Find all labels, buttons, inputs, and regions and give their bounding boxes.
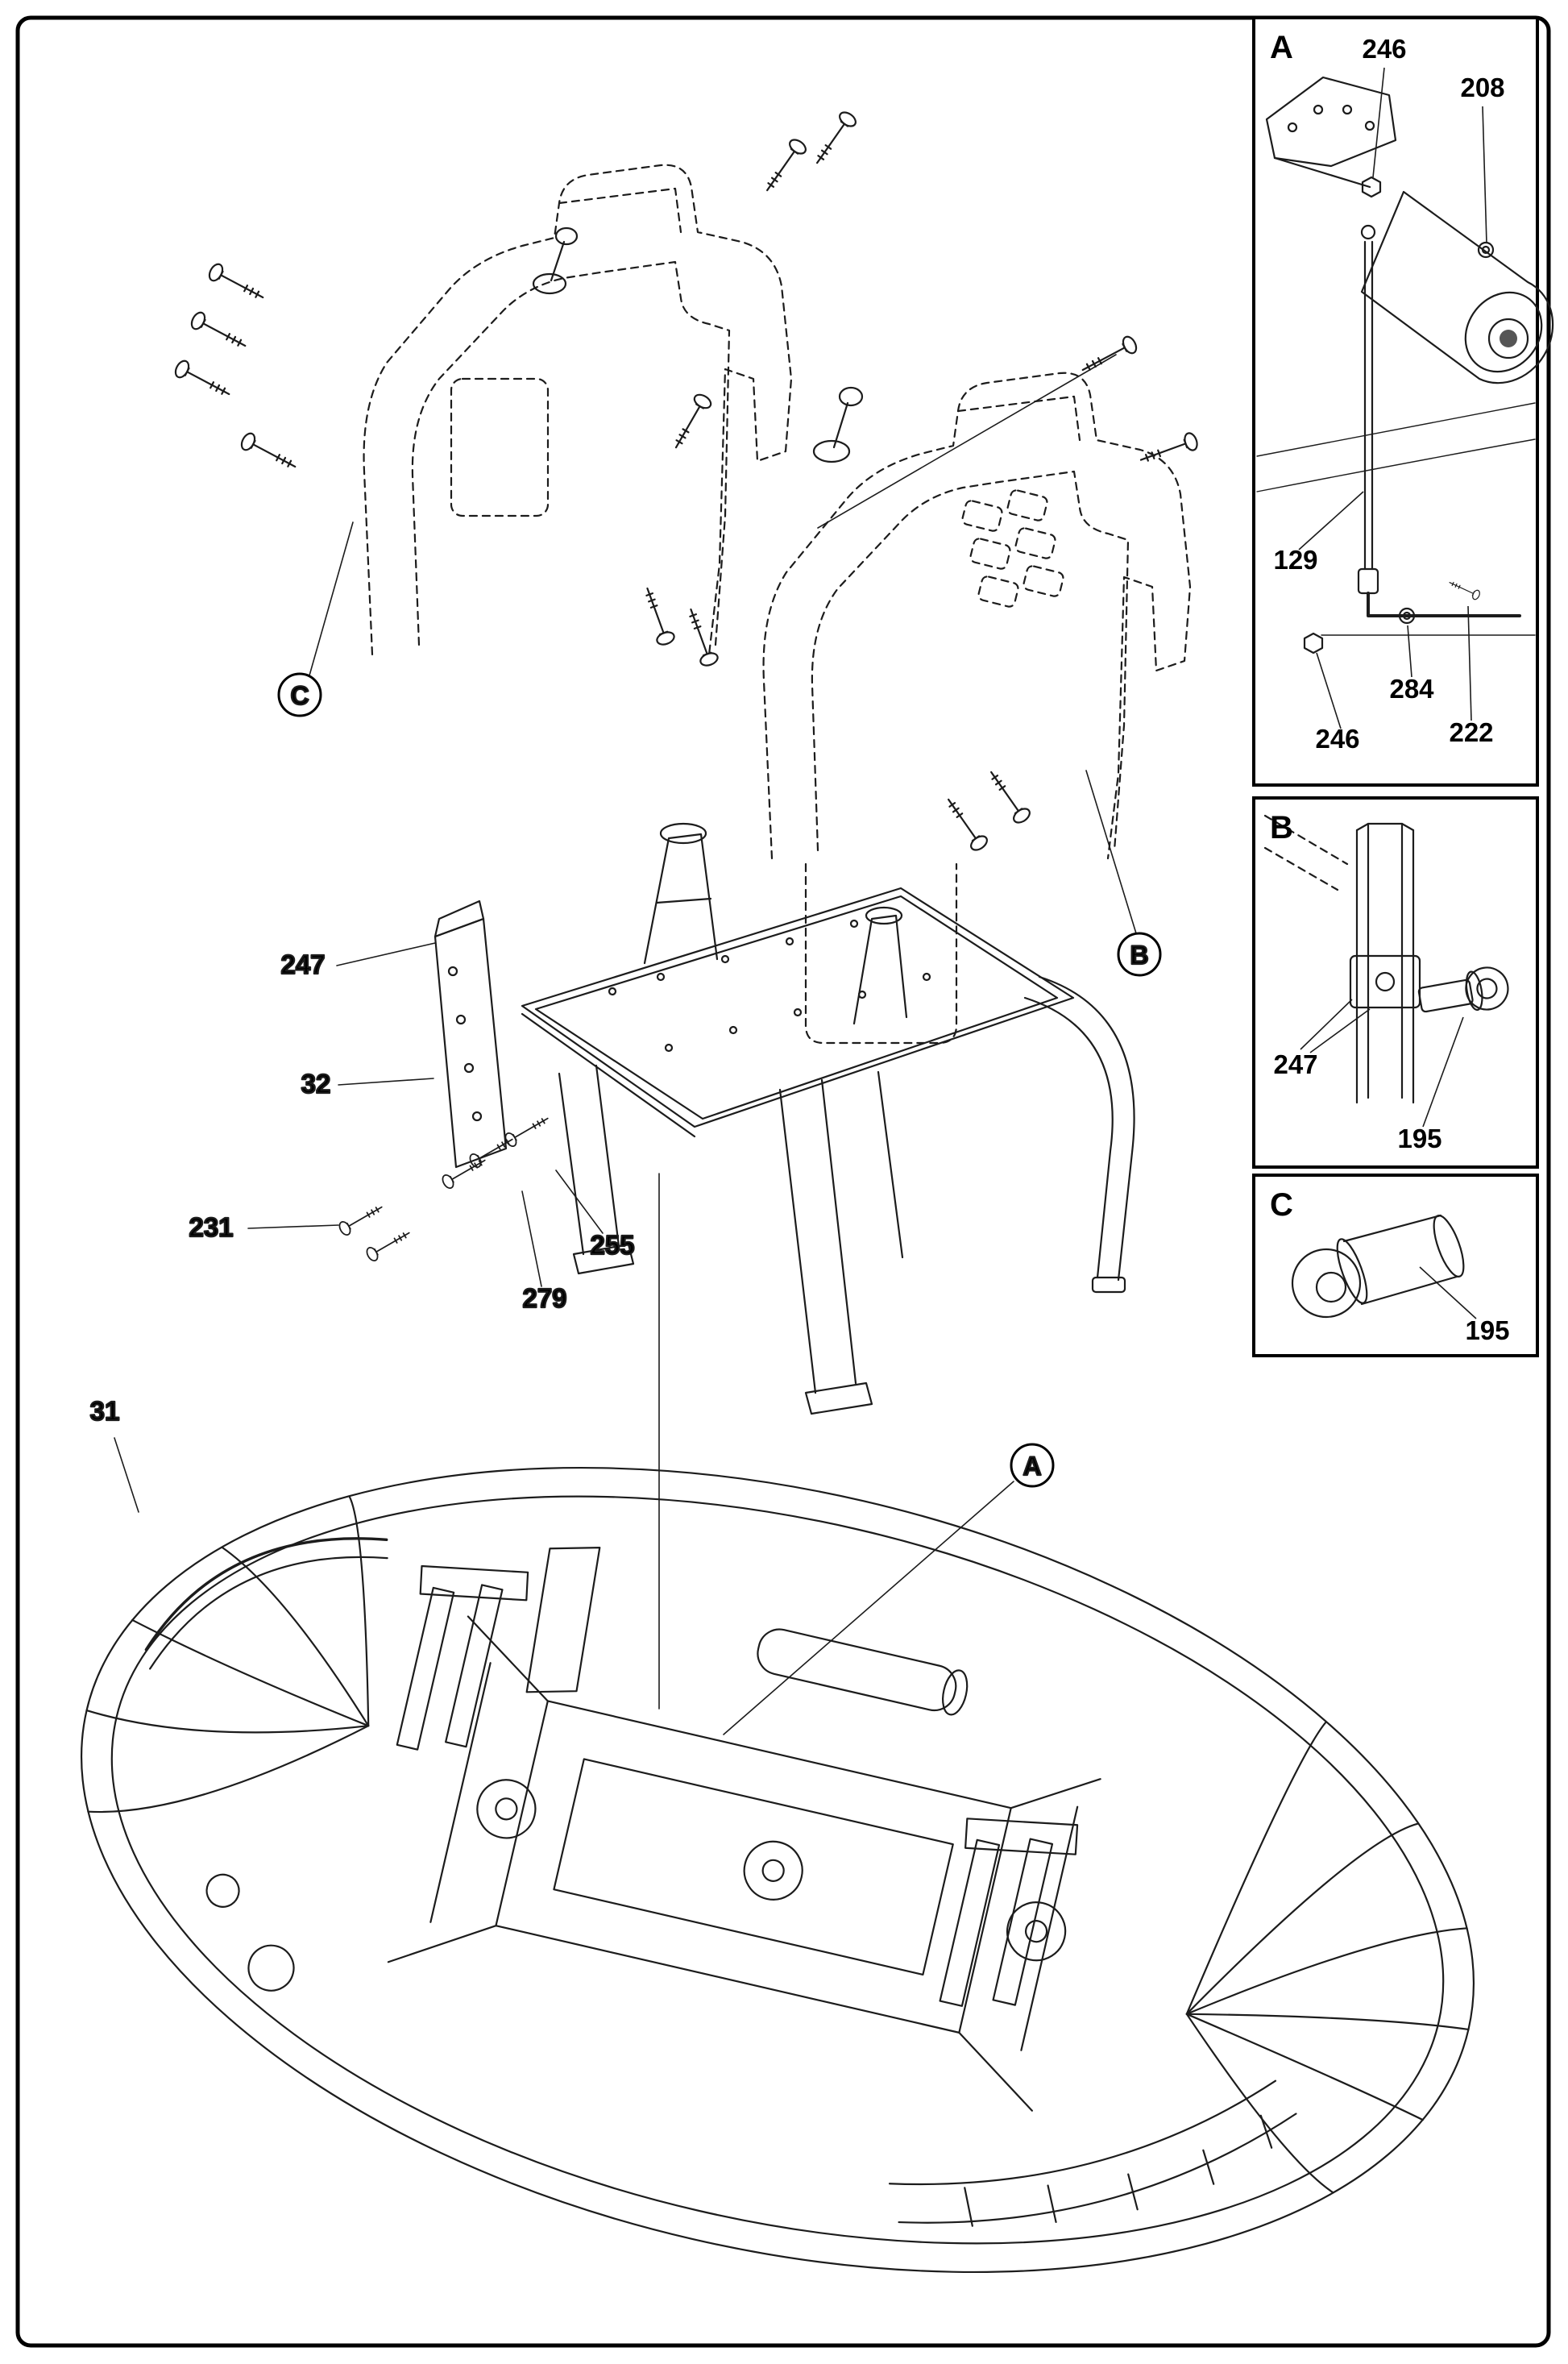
screw: [205, 260, 268, 306]
inset-a-label-129: 129: [1273, 545, 1317, 575]
inset-b: B 247 195: [1252, 796, 1539, 1169]
inset-c-label-195: 195: [1465, 1315, 1509, 1345]
screw: [172, 357, 234, 403]
callout-b-circle: [1117, 932, 1162, 977]
inset-b-border: [1252, 796, 1539, 1169]
part-label-247: 247: [280, 949, 325, 979]
inset-a-label-208: 208: [1460, 73, 1504, 102]
inset-a-label-284: 284: [1389, 674, 1434, 704]
part-label-32: 32: [301, 1069, 331, 1099]
screw: [681, 605, 720, 669]
part-label-255: 255: [590, 1230, 634, 1260]
inset-b-label-195: 195: [1397, 1124, 1441, 1153]
console-left-joystick: [532, 226, 579, 295]
inset-b-leaders: [1300, 999, 1464, 1128]
leader-lines: [114, 354, 1137, 1735]
page-border: [15, 15, 1551, 2348]
bolt: [336, 1200, 387, 1238]
main-diagram: 247 32 231 255 279 31 C B A: [80, 108, 1475, 2274]
mower-deck: [80, 1466, 1475, 2274]
inset-c-border: [1252, 1174, 1539, 1357]
inset-c-drawing: [1291, 1214, 1465, 1319]
console-right: [762, 372, 1192, 1045]
screw: [188, 309, 251, 355]
screw: [983, 766, 1034, 827]
inset-a: A 246 208 129 284 246 222: [1252, 16, 1554, 787]
inset-b-label-247: 247: [1273, 1049, 1317, 1079]
callout-b-letter: B: [1130, 941, 1148, 970]
screw: [1137, 430, 1201, 470]
bolt: [502, 1111, 553, 1149]
callout-c-circle: [277, 672, 322, 717]
bolt: [363, 1226, 414, 1264]
part-label-279: 279: [522, 1283, 566, 1313]
callout-c-letter: C: [290, 681, 309, 710]
console-left: [363, 164, 793, 656]
inset-b-drawing: [1263, 814, 1509, 1104]
callout-a-letter: A: [1023, 1452, 1041, 1481]
frame-bolts: [336, 1111, 553, 1264]
inset-a-title: A: [1270, 30, 1293, 65]
screw: [637, 584, 677, 648]
mounting-screws: [172, 108, 1201, 854]
screw: [759, 135, 810, 197]
inset-c: C 195: [1252, 1174, 1539, 1357]
inset-c-title: C: [1270, 1187, 1293, 1223]
inset-a-label-246-bottom: 246: [1315, 724, 1359, 754]
screw: [238, 430, 301, 476]
inset-a-drawing: [1256, 76, 1554, 654]
part-label-31: 31: [90, 1396, 120, 1426]
inset-b-title: B: [1270, 810, 1293, 845]
screw: [667, 391, 715, 453]
part-label-231: 231: [189, 1212, 233, 1242]
screw: [809, 108, 860, 169]
part-labels: 247 32 231 255 279 31: [89, 949, 636, 1427]
detail-callouts: C B A: [277, 672, 1162, 1488]
inset-a-border: [1252, 16, 1539, 787]
callout-a-circle: [1010, 1443, 1055, 1488]
bolt: [439, 1153, 490, 1191]
inset-a-label-246-top: 246: [1362, 34, 1406, 64]
inset-a-leaders: [1298, 67, 1487, 729]
screw: [940, 793, 991, 854]
inset-a-label-222: 222: [1449, 717, 1493, 747]
inset-c-leaders: [1419, 1266, 1477, 1319]
console-right-joystick: [812, 386, 864, 463]
frame-assembly: [433, 822, 1135, 1415]
